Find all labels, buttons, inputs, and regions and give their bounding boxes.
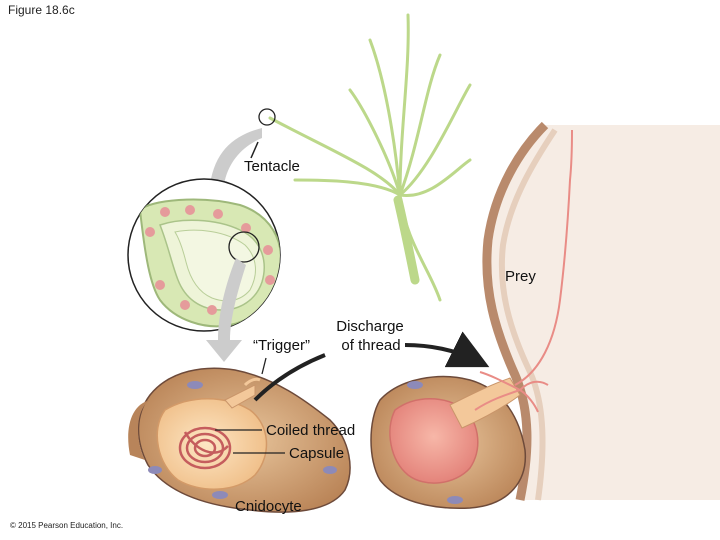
copyright-footer: © 2015 Pearson Education, Inc. [10,521,124,530]
label-coiled-thread: Coiled thread [266,422,356,439]
tentacle-cross-section [127,178,281,332]
zoom-arrow-2 [206,258,246,362]
tentacle-leader-line [250,141,259,159]
cnidocyte-cell-left [128,367,351,513]
label-tentacle: Tentacle [244,158,300,175]
label-capsule: Capsule [289,445,345,462]
label-trigger: “Trigger” [253,337,310,354]
discharged-thread [474,129,573,413]
trigger-leader-line [261,357,267,375]
hydra-tentacles [268,13,472,302]
cnidocyte-cell-right [370,375,527,509]
tentacle-tip-highlight [258,108,276,126]
discharge-arrow [404,331,490,368]
figure-id: Figure 18.6c [8,3,75,17]
label-discharge-line2: of thread [341,337,401,354]
trigger-to-discharge-arrow [253,353,326,402]
label-discharge-line1: Discharge [336,318,404,335]
prey-body [482,121,720,501]
label-prey: Prey [505,268,536,285]
label-cnidocyte: Cnidocyte [235,498,302,515]
